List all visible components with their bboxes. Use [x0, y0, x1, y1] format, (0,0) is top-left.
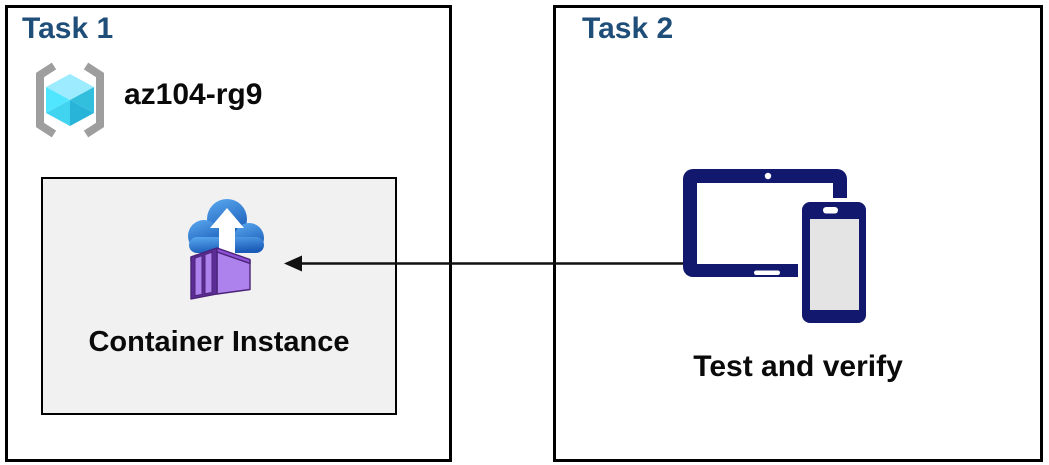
container-icon — [190, 247, 251, 300]
test-and-verify-label: Test and verify — [693, 350, 903, 383]
resource-group-name: az104-rg9 — [124, 78, 263, 111]
cloud-upload-icon — [188, 199, 264, 255]
container-instance-icon — [188, 199, 264, 300]
upload-arrow-icon — [210, 208, 244, 255]
cube-icon — [46, 74, 94, 126]
devices-icon — [683, 169, 870, 327]
resource-group-icon — [36, 62, 104, 138]
phone-icon — [798, 198, 870, 327]
task2-title: Task 2 — [582, 12, 674, 45]
container-instance-label: Container Instance — [88, 326, 350, 358]
task1-title: Task 1 — [22, 12, 114, 45]
bracket-icon — [36, 62, 104, 138]
